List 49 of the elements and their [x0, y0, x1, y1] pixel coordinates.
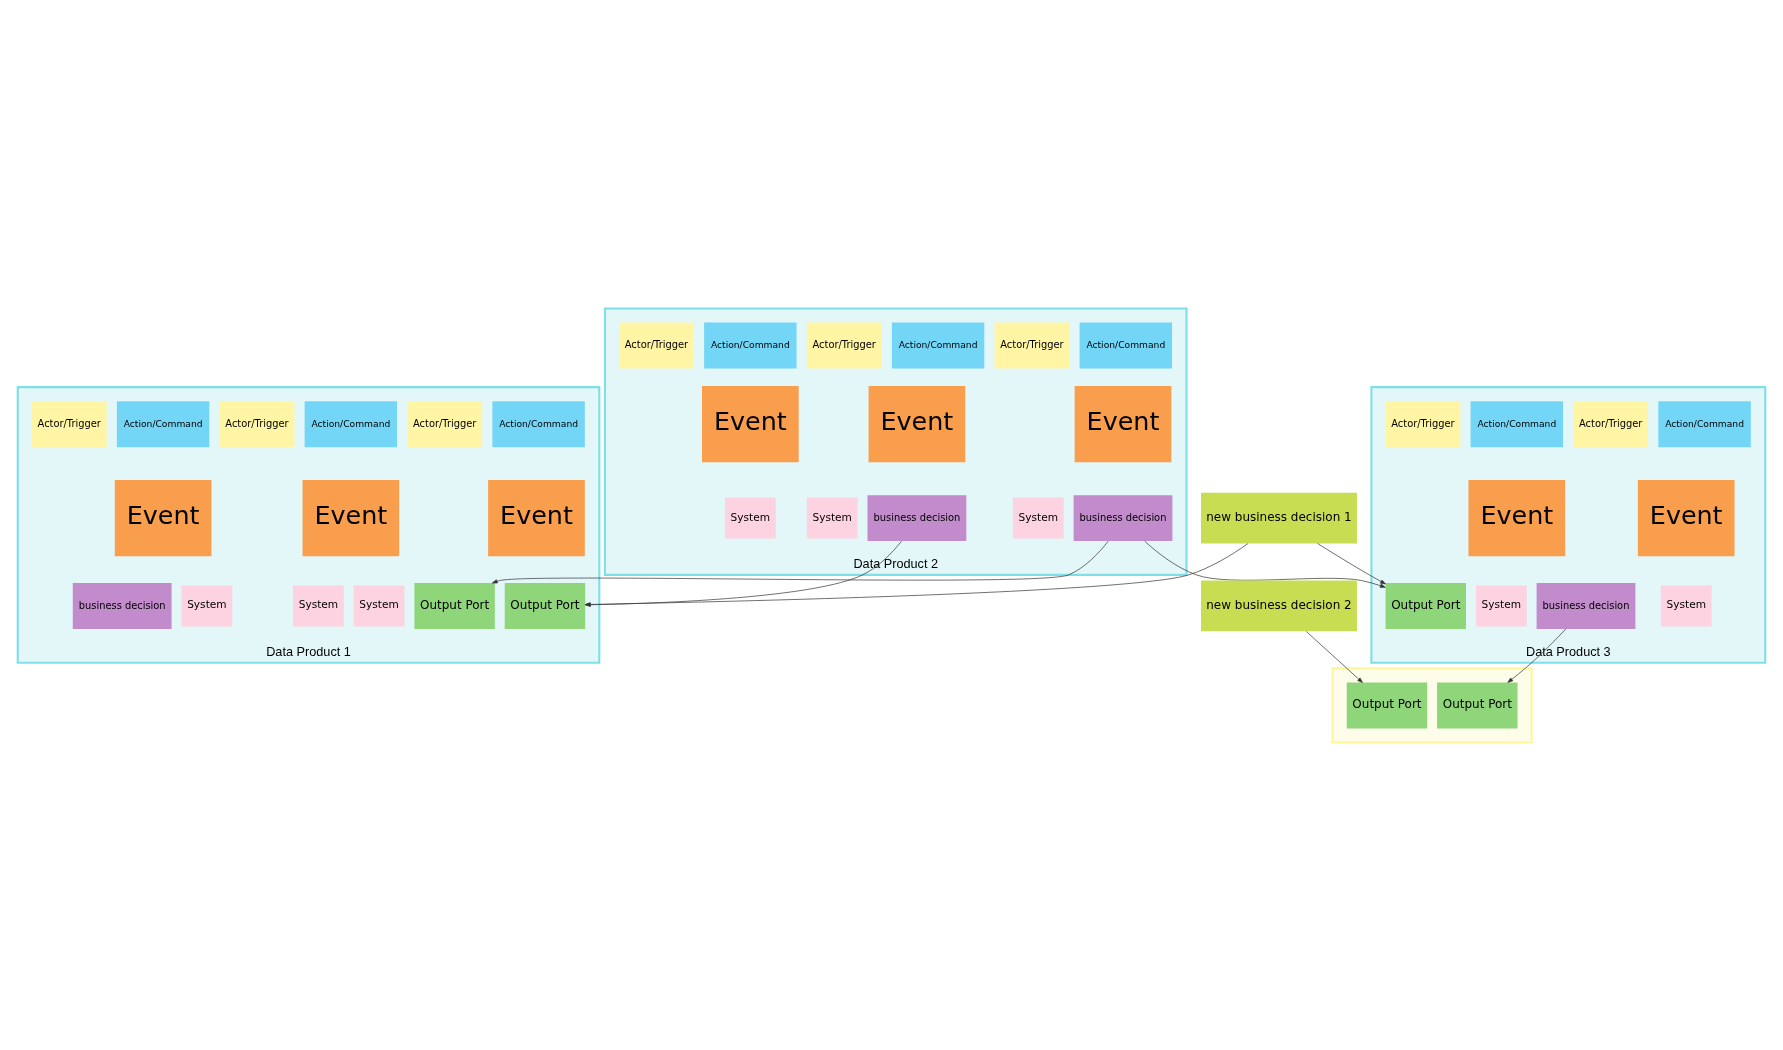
node-box: Output Port	[414, 582, 495, 629]
node-box: Event	[868, 385, 966, 462]
node-box: System	[806, 497, 858, 539]
node-box: System	[1475, 585, 1527, 626]
node-box: Actor/Trigger	[1385, 400, 1461, 447]
arrow	[1144, 540, 1386, 588]
node-box: Event	[302, 479, 400, 556]
node-box: Actor/Trigger	[219, 400, 295, 447]
node-box: Action/Command	[704, 322, 797, 368]
node-box: Actor/Trigger	[619, 322, 694, 368]
node-box: Output Port	[1346, 682, 1428, 728]
node-box: Event	[1637, 479, 1735, 556]
arrow	[491, 540, 1109, 583]
arrow	[1305, 630, 1363, 683]
node-box: Actor/Trigger	[407, 400, 483, 447]
arrow	[1507, 628, 1567, 683]
node-box: new business decision 1	[1201, 492, 1357, 543]
node-box: Actor/Trigger	[806, 322, 882, 368]
node-box: Action/Command	[304, 400, 398, 447]
node-box: new business decision 2	[1201, 580, 1357, 631]
node-box: Output Port	[1385, 582, 1466, 629]
node-box: Action/Command	[891, 322, 985, 368]
node-box: Output Port	[504, 582, 586, 629]
node-box: Action/Command	[492, 400, 585, 447]
node-box: Actor/Trigger	[31, 400, 107, 447]
node-box: Action/Command	[1079, 322, 1173, 368]
arrow	[1317, 542, 1386, 584]
node-box: System	[1012, 497, 1064, 539]
node-box: Action/Command	[1470, 400, 1564, 447]
node-box: business decision	[1073, 494, 1173, 541]
node-box: System	[1660, 585, 1712, 626]
node-box: Output Port	[1437, 682, 1518, 728]
node-box: Event	[114, 479, 212, 556]
node-box: Event	[488, 479, 585, 556]
node-box: Event	[1468, 479, 1566, 556]
cluster	[1331, 666, 1533, 744]
node-box: Action/Command	[116, 400, 210, 447]
node-box: System	[353, 585, 405, 626]
node-box: System	[724, 497, 776, 539]
node-box: Actor/Trigger	[1573, 400, 1649, 447]
node-box: Action/Command	[1658, 400, 1751, 447]
node-box: Actor/Trigger	[994, 322, 1070, 368]
node-box: Event	[702, 385, 799, 462]
node-box: System	[181, 585, 233, 626]
node-box: business decision	[1536, 582, 1636, 629]
node-box: business decision	[72, 582, 172, 629]
node-box: Event	[1074, 385, 1172, 462]
node-box: System	[293, 585, 344, 626]
node-box: business decision	[867, 494, 967, 541]
